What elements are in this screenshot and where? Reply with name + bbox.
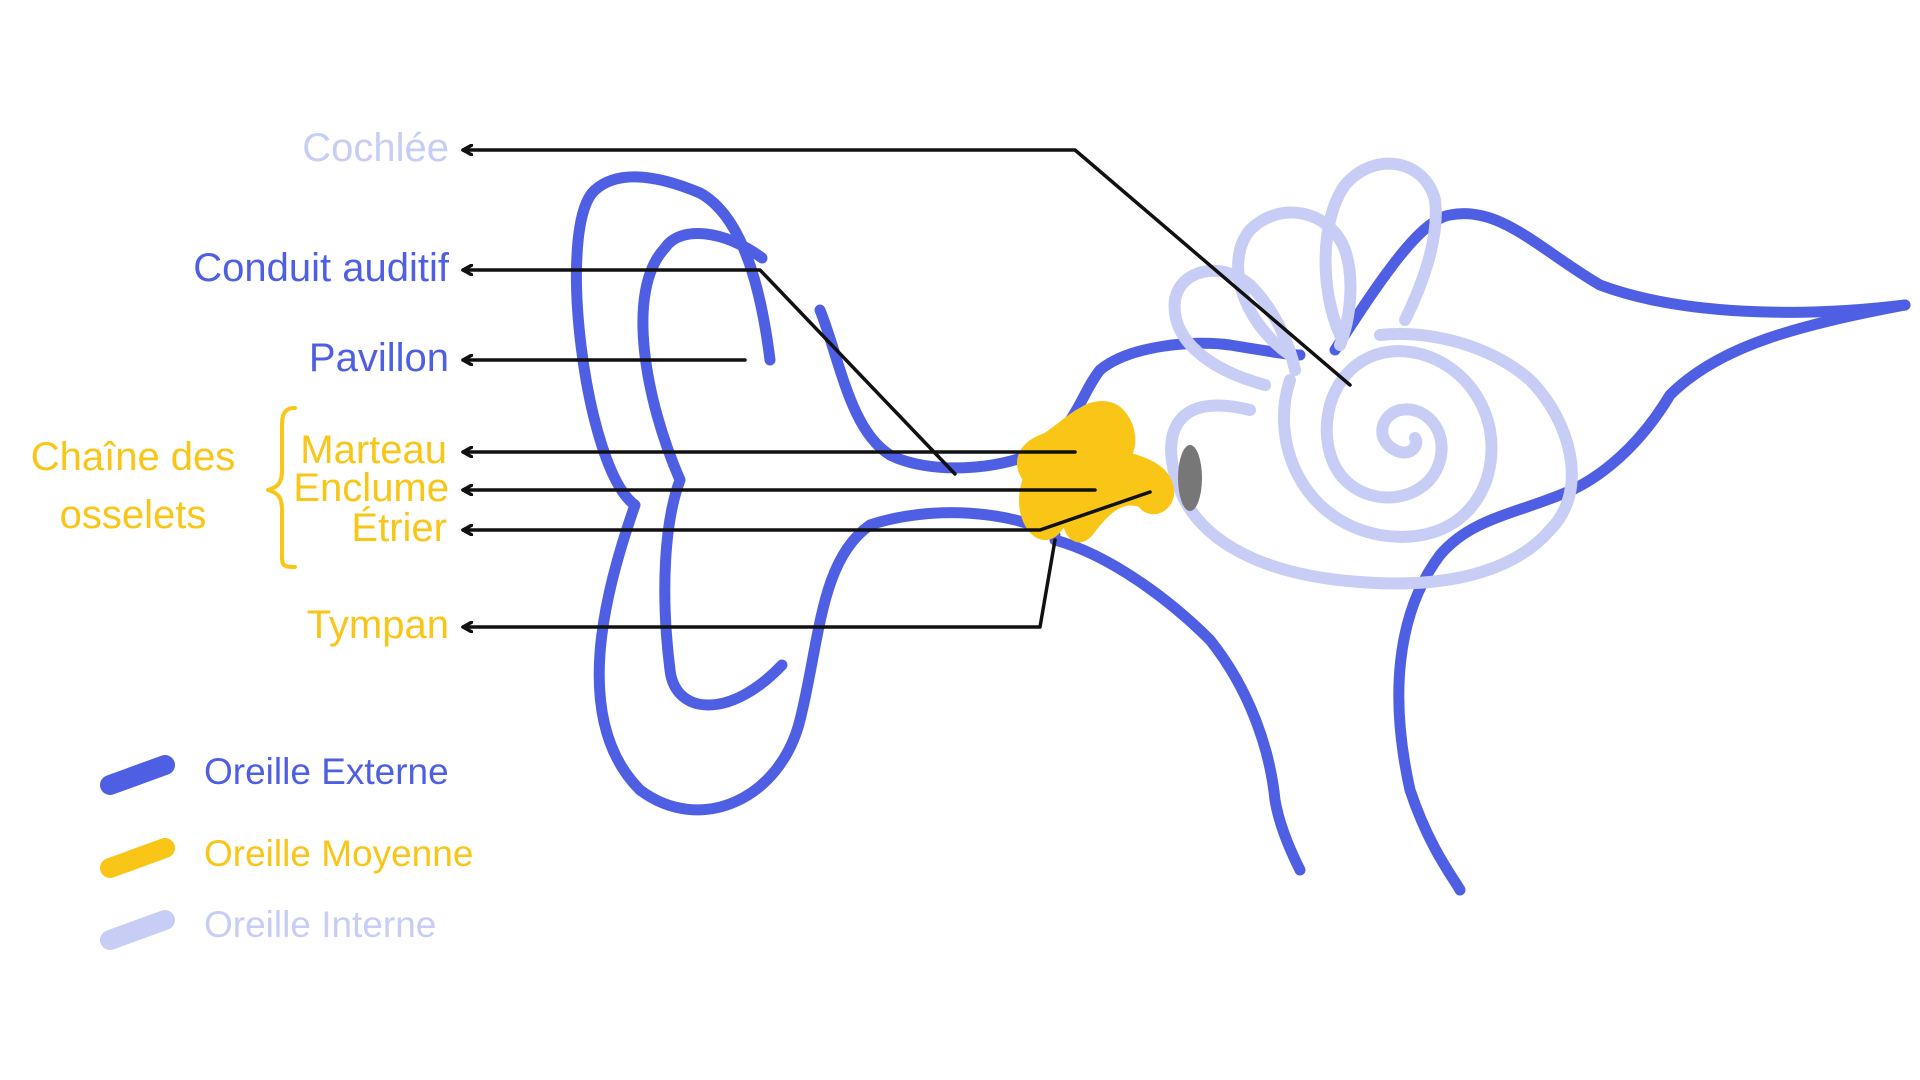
label-etrier: Étrier bbox=[351, 505, 447, 550]
outer-ear-group bbox=[571, 171, 1911, 896]
pointer-conduit-auditif bbox=[461, 270, 957, 476]
label-conduit-auditif: Conduit auditif bbox=[193, 246, 450, 290]
pinna-inner-fold bbox=[637, 228, 788, 711]
legend-item-inner: Oreille Interne bbox=[100, 904, 436, 950]
stapes-footplate bbox=[1141, 486, 1169, 514]
middle-ear-group bbox=[1017, 401, 1175, 543]
label-enclume: Enclume bbox=[293, 466, 449, 510]
label-tympan: Tympan bbox=[307, 603, 449, 647]
legend-swatch-outer bbox=[100, 755, 175, 795]
inner-ear-group bbox=[1165, 157, 1578, 590]
vestibule-outline bbox=[1165, 328, 1578, 590]
semicircular-canal-2 bbox=[1232, 206, 1357, 361]
pinna-outer-rim bbox=[571, 171, 1061, 816]
legend-swatch-middle bbox=[100, 838, 175, 878]
label-chaine-line2: osselets bbox=[60, 493, 207, 537]
pointer-tympan bbox=[461, 538, 1057, 627]
cochlea-spiral bbox=[1278, 345, 1498, 543]
legend-item-middle: Oreille Moyenne bbox=[100, 833, 473, 878]
part-labels: Cochlée Conduit auditif Pavillon Marteau… bbox=[31, 126, 450, 647]
pointer-cochlee bbox=[461, 150, 1352, 387]
legend: Oreille Externe Oreille Moyenne Oreille … bbox=[100, 751, 473, 950]
pointer-etrier bbox=[461, 490, 1152, 530]
label-chaine-line1: Chaîne des bbox=[31, 435, 236, 479]
legend-label-outer: Oreille Externe bbox=[204, 751, 449, 792]
label-cochlee: Cochlée bbox=[302, 126, 449, 170]
auditory-nerve-contour bbox=[1393, 299, 1911, 896]
ossicles-brace bbox=[266, 406, 297, 569]
legend-label-middle: Oreille Moyenne bbox=[204, 833, 473, 874]
pointer-lines bbox=[461, 150, 1352, 627]
legend-swatch-inner bbox=[100, 910, 175, 950]
legend-item-outer: Oreille Externe bbox=[100, 751, 449, 795]
label-marteau: Marteau bbox=[300, 428, 447, 472]
head-upper-contour bbox=[1329, 208, 1911, 356]
round-window bbox=[1178, 445, 1202, 511]
neck-contour-left bbox=[1049, 534, 1306, 876]
semicircular-canal-3 bbox=[1319, 157, 1442, 341]
eardrum-shape bbox=[1019, 460, 1071, 540]
label-pavillon: Pavillon bbox=[309, 336, 449, 380]
legend-label-inner: Oreille Interne bbox=[204, 904, 436, 945]
